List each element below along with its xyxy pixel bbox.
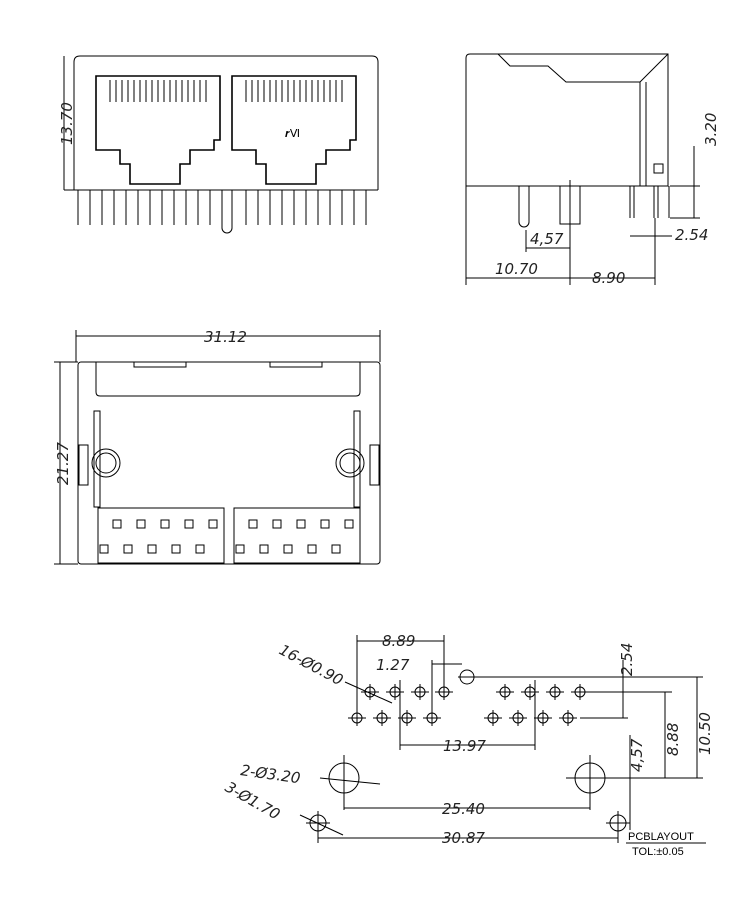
- dim-pitch-a: 8.89: [382, 632, 415, 650]
- pcb-hole: [361, 684, 379, 700]
- ul-mark: 𝒓Ⅵ: [285, 128, 300, 140]
- contacts-1: [109, 80, 343, 102]
- pcb-hole: [348, 710, 366, 726]
- dim-pitch-b: 1.27: [376, 656, 410, 674]
- dim-span: 13.97: [443, 737, 486, 755]
- dim-depth-front: 10.70: [495, 260, 538, 278]
- holes-large-label: 2-Ø3.20: [239, 761, 301, 787]
- tolerance-note: TOL:±0.05: [632, 846, 684, 858]
- pad: [160, 519, 170, 529]
- pcb-hole: [484, 710, 502, 726]
- dim-depth-rear: 8.90: [592, 269, 625, 287]
- bottom-view: 31.12 21.27: [54, 328, 381, 565]
- dim-post-offset-pcb: 4,57: [628, 738, 646, 772]
- pad: [208, 519, 218, 529]
- pcb-hole: [559, 710, 577, 726]
- pcb-hole: [509, 710, 527, 726]
- pad: [331, 544, 341, 554]
- pcb-layout-title: PCBLAYOUT: [628, 831, 694, 843]
- pad: [123, 544, 133, 554]
- holes-mid-label: 3-Ø1.70: [222, 778, 283, 824]
- pad: [259, 544, 269, 554]
- pad: [344, 519, 354, 529]
- dim-post-span: 25.40: [442, 800, 485, 818]
- pcb-hole: [411, 684, 429, 700]
- pad: [136, 519, 146, 529]
- pcb-hole: [496, 684, 514, 700]
- pad: [307, 544, 317, 554]
- pcb-hole: [423, 710, 441, 726]
- pad: [320, 519, 330, 529]
- pad: [99, 544, 109, 554]
- dim-bottom-width: 31.12: [204, 328, 247, 346]
- pad: [283, 544, 293, 554]
- side-view: 3.20 2.54 4,57 10.70 8.90: [465, 53, 720, 287]
- holes-small-label: 16-Ø0.90: [276, 641, 346, 690]
- dim-bottom-height: 21.27: [54, 442, 72, 485]
- pcb-hole: [571, 684, 589, 700]
- pcb-hole: [521, 684, 539, 700]
- dim-row-pitch: 2.54: [618, 643, 636, 676]
- pcb-hole: [386, 684, 404, 700]
- pcb-hole: [435, 684, 453, 700]
- dim-shield-span: 30.87: [442, 829, 485, 847]
- pad: [184, 519, 194, 529]
- dim-overall-h: 10.50: [696, 712, 714, 755]
- dim-pin-height: 3.20: [702, 113, 720, 146]
- dim-front-height: 13.70: [58, 102, 76, 145]
- pad: [171, 544, 181, 554]
- pad: [248, 519, 258, 529]
- bottom-pads: [99, 519, 354, 554]
- pad: [272, 519, 282, 529]
- pcb-hole: [534, 710, 552, 726]
- pcb-hole: [546, 684, 564, 700]
- dim-pin-pitch: 2.54: [675, 226, 708, 244]
- dim-post-offset: 4,57: [530, 230, 564, 248]
- front-view: 𝒓Ⅵ 13.70: [58, 55, 379, 234]
- pcb-hole: [398, 710, 416, 726]
- pad: [235, 544, 245, 554]
- pcb-hole: [373, 710, 391, 726]
- pcb-layout: 8.89 1.27 16-Ø0.90 13.97 2.54 8.88 10.50…: [222, 632, 714, 858]
- dim-to-post: 8.88: [664, 723, 682, 756]
- pad: [147, 544, 157, 554]
- pad: [296, 519, 306, 529]
- pad: [195, 544, 205, 554]
- pad: [112, 519, 122, 529]
